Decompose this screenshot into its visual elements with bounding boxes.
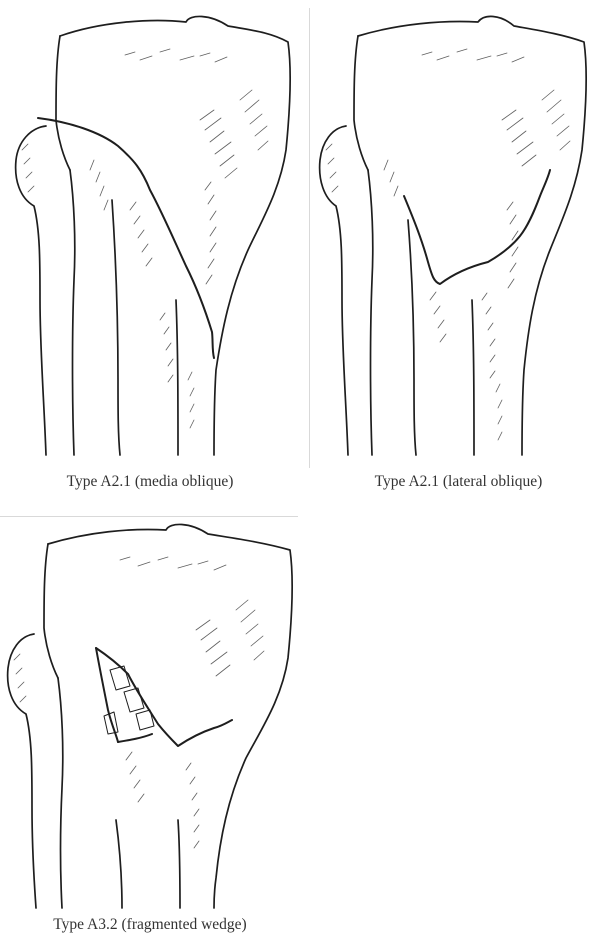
vertical-divider bbox=[309, 8, 310, 468]
figure-caption: Type A3.2 (fragmented wedge) bbox=[0, 916, 300, 934]
figure-a21-medial-oblique: Type A2.1 (media oblique) bbox=[0, 0, 300, 500]
horizontal-divider bbox=[0, 516, 298, 517]
bone-illustration-lateral-oblique bbox=[322, 0, 595, 460]
bone-illustration-fragmented-wedge bbox=[0, 520, 300, 910]
figure-a32-fragmented-wedge: Type A3.2 (fragmented wedge) bbox=[0, 520, 300, 935]
figure-a21-lateral-oblique: Type A2.1 (lateral oblique) bbox=[322, 0, 595, 500]
figure-caption: Type A2.1 (media oblique) bbox=[0, 473, 300, 491]
bone-illustration-medial-oblique bbox=[0, 0, 300, 460]
figure-caption: Type A2.1 (lateral oblique) bbox=[322, 473, 595, 491]
